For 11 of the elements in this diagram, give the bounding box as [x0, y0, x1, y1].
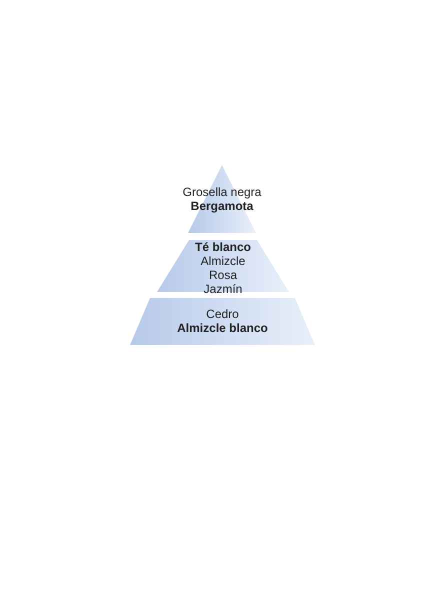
note-text: Grosella negra	[182, 185, 262, 199]
note-text: Té blanco	[194, 240, 251, 254]
note-text: Bergamota	[190, 199, 254, 213]
pyramid-top-tier	[184, 165, 260, 233]
note-text: Jazmín	[204, 282, 242, 296]
pyramid-tier	[157, 240, 289, 292]
note-text: Cedro	[206, 307, 239, 321]
note-text: Almizcle blanco	[177, 321, 268, 335]
note-text: Almizcle	[200, 254, 246, 268]
pyramid-tier	[130, 298, 315, 345]
note-text: Rosa	[208, 268, 237, 282]
